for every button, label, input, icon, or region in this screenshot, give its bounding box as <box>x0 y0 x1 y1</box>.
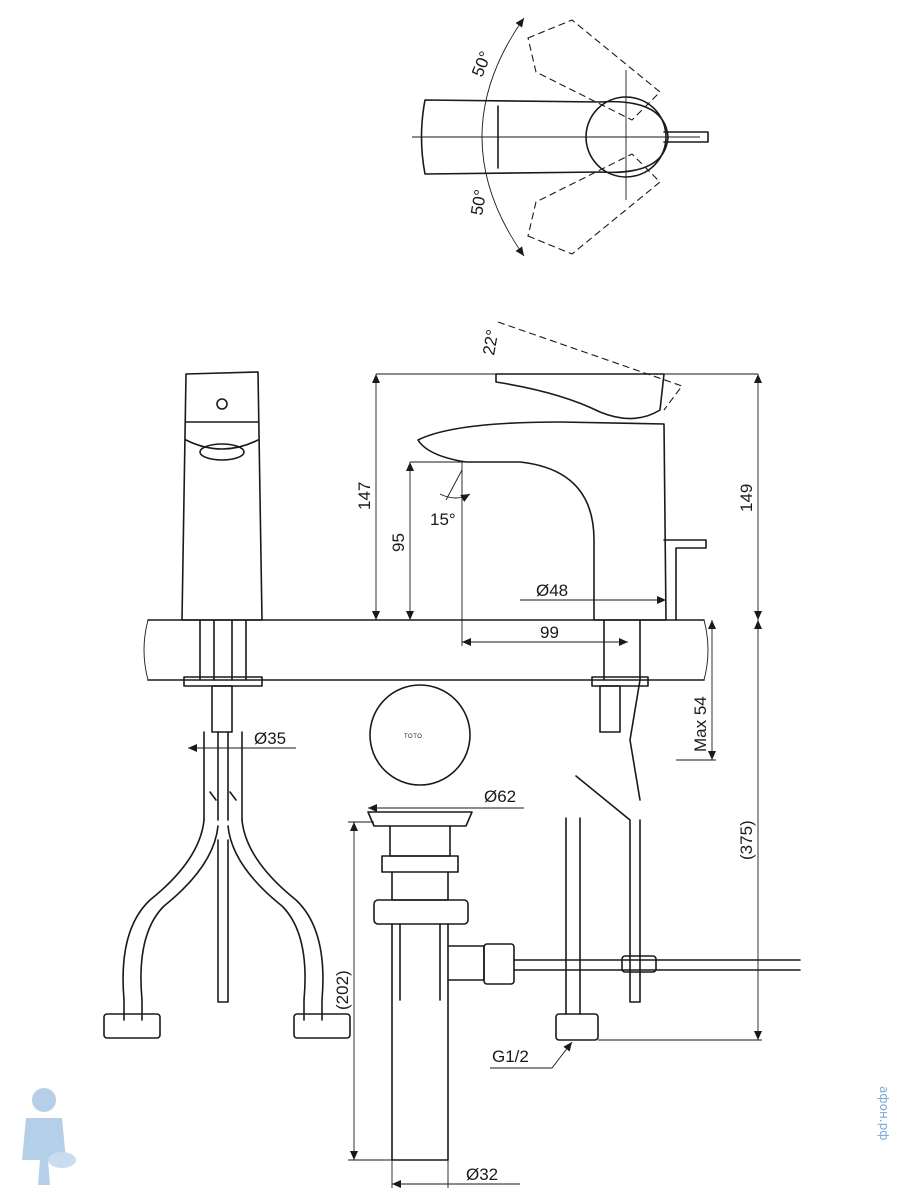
side-view-horizontal-rod <box>513 959 801 971</box>
side-view-rod-bend <box>629 679 641 801</box>
plumber-logo <box>22 1088 76 1185</box>
front-view: Ø35 <box>103 371 351 1039</box>
drain-neck <box>391 871 449 901</box>
top-view: 50° 50° <box>412 17 709 257</box>
drain-side-nut <box>483 943 515 985</box>
side-view-lever-raised <box>497 321 683 411</box>
drain-locknut <box>373 899 469 925</box>
dim-thread-leader <box>490 1041 573 1069</box>
drain-cap-side <box>367 811 473 827</box>
angle-lower-label: 50° <box>467 188 490 217</box>
top-view-drain-rod <box>663 131 709 143</box>
front-view-hoses <box>203 731 243 821</box>
drain-cap-top <box>369 684 471 786</box>
top-view-cartridge <box>585 96 667 178</box>
drain-flange <box>389 825 451 857</box>
drain-collar <box>381 855 459 873</box>
front-view-rod <box>217 839 229 1003</box>
side-view-shank <box>603 619 641 681</box>
hose-right-outer <box>241 819 324 1021</box>
spout-angle-line <box>445 469 463 501</box>
dim-95-label: 95 <box>389 533 408 552</box>
hose-left-outer <box>122 819 205 1021</box>
drain-assembly: TOTO Ø62 (202) Ø32 <box>333 684 524 1188</box>
side-view-pull-rod <box>575 775 641 1003</box>
side-view-nut <box>599 685 621 733</box>
dim-hose-thread-label: Ø35 <box>254 729 286 748</box>
countertop-break-left <box>143 619 149 681</box>
dim-48-label: Ø48 <box>536 581 568 600</box>
hose-right-inner <box>227 825 306 1021</box>
countertop-break-right <box>703 619 709 681</box>
dim-147-label: 147 <box>355 482 374 510</box>
dim-99-label: 99 <box>540 623 559 642</box>
dim-54-label: Max 54 <box>691 696 710 752</box>
watermark-text: афон.рф <box>877 1086 891 1141</box>
drain-cap-brand: TOTO <box>404 734 422 740</box>
side-view-rod-clamp <box>621 955 657 973</box>
dim-thread-label: G1/2 <box>492 1047 529 1066</box>
hose-left-fitting <box>103 1013 161 1039</box>
hose-left-inner <box>140 825 219 1021</box>
side-view: 22° 15° 147 95 149 Ø48 99 Max 54 (375) <box>355 321 801 1069</box>
top-view-angle-arc <box>481 17 525 257</box>
dim-202-label: (202) <box>333 970 352 1010</box>
watermark: афон.рф <box>22 1086 891 1185</box>
dim-149-label: 149 <box>737 484 756 512</box>
top-view-lever-lower <box>527 153 661 255</box>
dim-32-label: Ø32 <box>466 1165 498 1184</box>
angle-lever-label: 22° <box>479 328 502 357</box>
front-view-aerator <box>199 443 245 461</box>
countertop <box>143 619 709 681</box>
side-view-body <box>417 421 667 621</box>
side-view-hose <box>565 817 581 1015</box>
spout-angle-arc <box>439 493 471 502</box>
angle-spout-label: 15° <box>430 510 456 529</box>
drain-pipe-inner <box>399 923 441 1001</box>
front-view-hose-marks <box>209 791 237 801</box>
side-view-drain-knob <box>663 539 707 621</box>
side-view-lever <box>495 373 665 420</box>
front-view-washer <box>183 676 263 687</box>
front-view-indicator <box>216 398 228 410</box>
drain-side-port <box>447 945 485 981</box>
dim-375-label: (375) <box>737 820 756 860</box>
top-view-body <box>420 99 669 175</box>
drain-pipe <box>391 923 449 1161</box>
top-view-lever-upper <box>527 19 661 121</box>
dim-62-label: Ø62 <box>484 787 516 806</box>
front-view-spout-curve <box>185 439 259 450</box>
front-view-studs <box>199 619 247 681</box>
front-view-nut <box>211 685 233 733</box>
angle-upper-label: 50° <box>468 49 495 80</box>
side-view-fitting <box>555 1013 599 1041</box>
